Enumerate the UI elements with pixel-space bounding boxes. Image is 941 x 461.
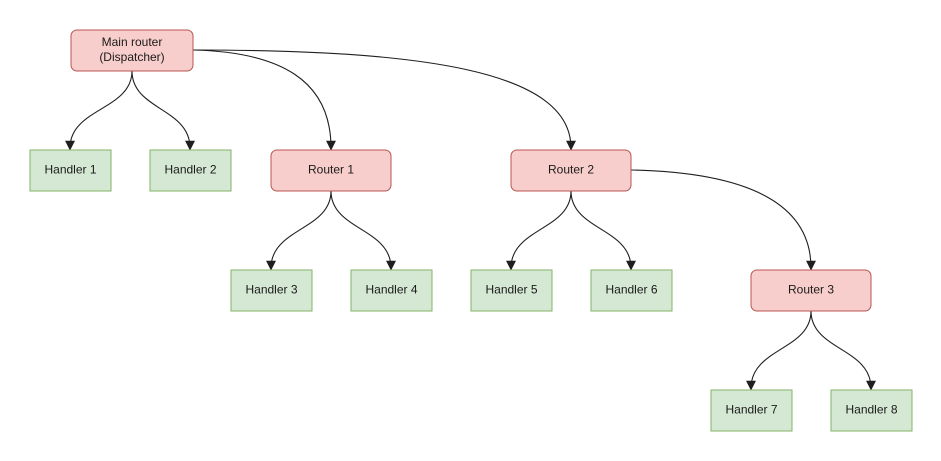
router-box[interactable] xyxy=(510,149,632,192)
handler-box[interactable] xyxy=(29,149,112,192)
arrowhead-icon xyxy=(266,260,276,271)
arrowhead-icon xyxy=(806,260,816,271)
edge-line xyxy=(192,49,332,149)
handler-box[interactable] xyxy=(590,269,673,312)
arrowhead-icon xyxy=(746,380,756,391)
node-handler-2[interactable]: Handler 2 xyxy=(149,149,232,192)
node-handler-5[interactable]: Handler 5 xyxy=(470,269,553,312)
edge-line xyxy=(510,190,572,269)
edge-router-3-to-handler-7 xyxy=(746,310,812,391)
node-label: Handler 4 xyxy=(365,283,417,297)
edge-line xyxy=(810,310,872,389)
node-label: Handler 6 xyxy=(605,283,657,297)
arrowhead-icon xyxy=(506,260,516,271)
nodes-layer: Main router(Dispatcher) Handler 1 Handler … xyxy=(29,29,913,432)
handler-box[interactable] xyxy=(470,269,553,312)
edge-line xyxy=(570,190,632,269)
edge-line xyxy=(750,310,812,389)
node-router-3[interactable]: Router 3 xyxy=(750,269,872,312)
edge-router-2-to-router-3 xyxy=(630,169,816,271)
node-label: Handler 1 xyxy=(44,163,96,177)
node-label: Handler 3 xyxy=(245,283,297,297)
edge-main-to-router-2 xyxy=(192,49,576,151)
handler-box[interactable] xyxy=(230,269,313,312)
edge-router-1-to-handler-4 xyxy=(330,190,396,271)
arrowhead-icon xyxy=(185,140,195,151)
edge-line xyxy=(630,169,812,269)
edge-router-1-to-handler-3 xyxy=(266,190,332,271)
node-handler-3[interactable]: Handler 3 xyxy=(230,269,313,312)
node-label: Router 1 xyxy=(308,163,354,177)
handler-box[interactable] xyxy=(350,269,433,312)
node-label: (Dispatcher) xyxy=(99,50,164,64)
edge-line xyxy=(192,49,572,149)
edges-layer xyxy=(65,49,876,391)
node-label: Handler 2 xyxy=(164,163,216,177)
node-handler-4[interactable]: Handler 4 xyxy=(350,269,433,312)
edge-line xyxy=(330,190,392,269)
node-label: Handler 8 xyxy=(845,403,897,417)
router-box[interactable] xyxy=(270,149,392,192)
arrowhead-icon xyxy=(866,380,876,391)
node-router-1[interactable]: Router 1 xyxy=(270,149,392,192)
node-handler-1[interactable]: Handler 1 xyxy=(29,149,112,192)
node-label: Router 2 xyxy=(548,163,594,177)
node-label: Main router xyxy=(102,35,163,49)
node-router-2[interactable]: Router 2 xyxy=(510,149,632,192)
router-box[interactable] xyxy=(70,29,194,72)
handler-box[interactable] xyxy=(830,389,913,432)
edge-router-3-to-handler-8 xyxy=(810,310,876,391)
arrowhead-icon xyxy=(566,140,576,151)
edge-main-to-handler-2 xyxy=(131,70,195,151)
edge-line xyxy=(69,70,133,149)
edge-router-2-to-handler-5 xyxy=(506,190,572,271)
node-label: Router 3 xyxy=(788,283,834,297)
node-label: Handler 7 xyxy=(725,403,777,417)
arrowhead-icon xyxy=(626,260,636,271)
arrowhead-icon xyxy=(65,140,75,151)
arrowhead-icon xyxy=(386,260,396,271)
edge-router-2-to-handler-6 xyxy=(570,190,636,271)
node-handler-8[interactable]: Handler 8 xyxy=(830,389,913,432)
edge-main-to-handler-1 xyxy=(65,70,133,151)
arrowhead-icon xyxy=(326,140,336,151)
node-main-router[interactable]: Main router(Dispatcher) xyxy=(70,29,194,72)
handler-box[interactable] xyxy=(710,389,793,432)
router-box[interactable] xyxy=(750,269,872,312)
edge-main-to-router-1 xyxy=(192,49,336,151)
handler-box[interactable] xyxy=(149,149,232,192)
node-handler-7[interactable]: Handler 7 xyxy=(710,389,793,432)
node-label: Handler 5 xyxy=(485,283,537,297)
node-handler-6[interactable]: Handler 6 xyxy=(590,269,673,312)
edge-line xyxy=(131,70,191,149)
edge-line xyxy=(270,190,332,269)
